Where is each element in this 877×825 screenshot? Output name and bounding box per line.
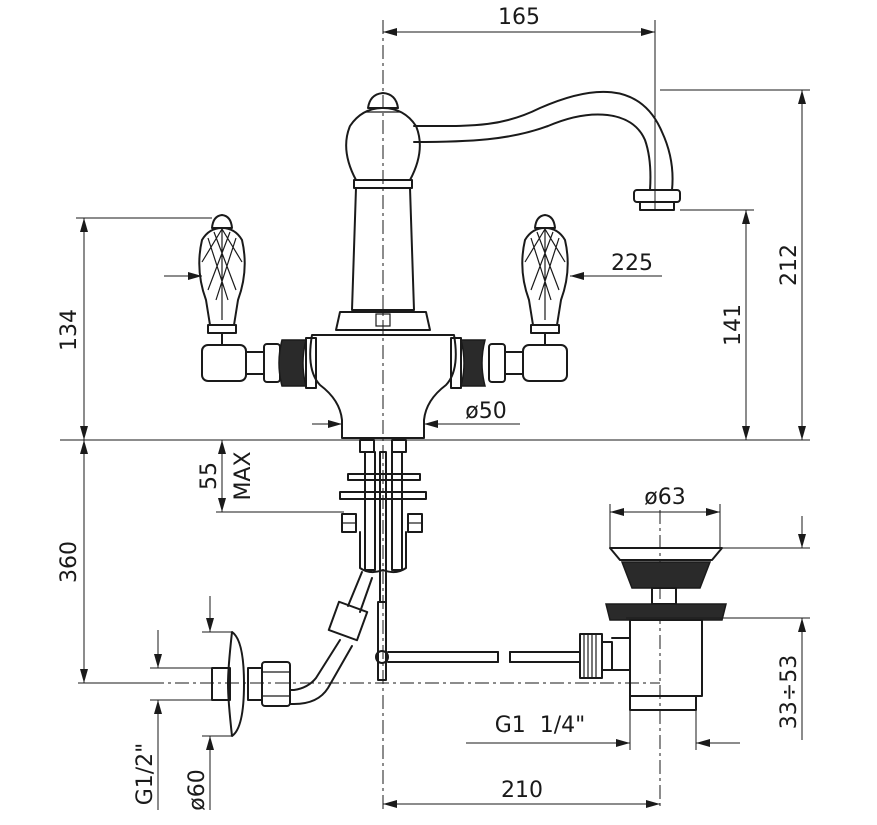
dimension-lines (76, 20, 810, 810)
popup-linkage (375, 601, 581, 681)
faucet-body (309, 90, 681, 439)
label-inlet-thread: G1/2" (133, 743, 158, 806)
drain-assembly (579, 547, 727, 711)
right-handle (450, 214, 569, 389)
dimension-labels: 165 212 225 134 141 ø50 55 MAX 360 ø63 3… (57, 5, 802, 811)
label-handle-height: 134 (57, 309, 82, 351)
label-drain-thread: G1 1/4" (495, 713, 586, 738)
label-spout-outlet-height: 141 (721, 304, 746, 346)
label-inlet-flange-diameter: ø60 (185, 769, 210, 810)
left-handle (198, 214, 317, 389)
label-tail-length: 360 (57, 541, 82, 583)
label-handle-reach: 225 (611, 251, 653, 276)
label-max: MAX (231, 451, 256, 500)
label-base-diameter: ø50 (465, 399, 506, 424)
deck-mounting (60, 439, 810, 603)
label-max-deck-thickness: 55 (197, 462, 222, 490)
inlet-hose (211, 571, 373, 737)
label-spout-reach: 165 (498, 5, 540, 30)
axis-lines (150, 20, 661, 810)
label-drain-distance: 210 (501, 778, 543, 803)
label-overall-height: 212 (777, 244, 802, 286)
label-drain-adjustment: 33÷53 (777, 655, 802, 729)
label-drain-flange-diameter: ø63 (644, 485, 685, 510)
